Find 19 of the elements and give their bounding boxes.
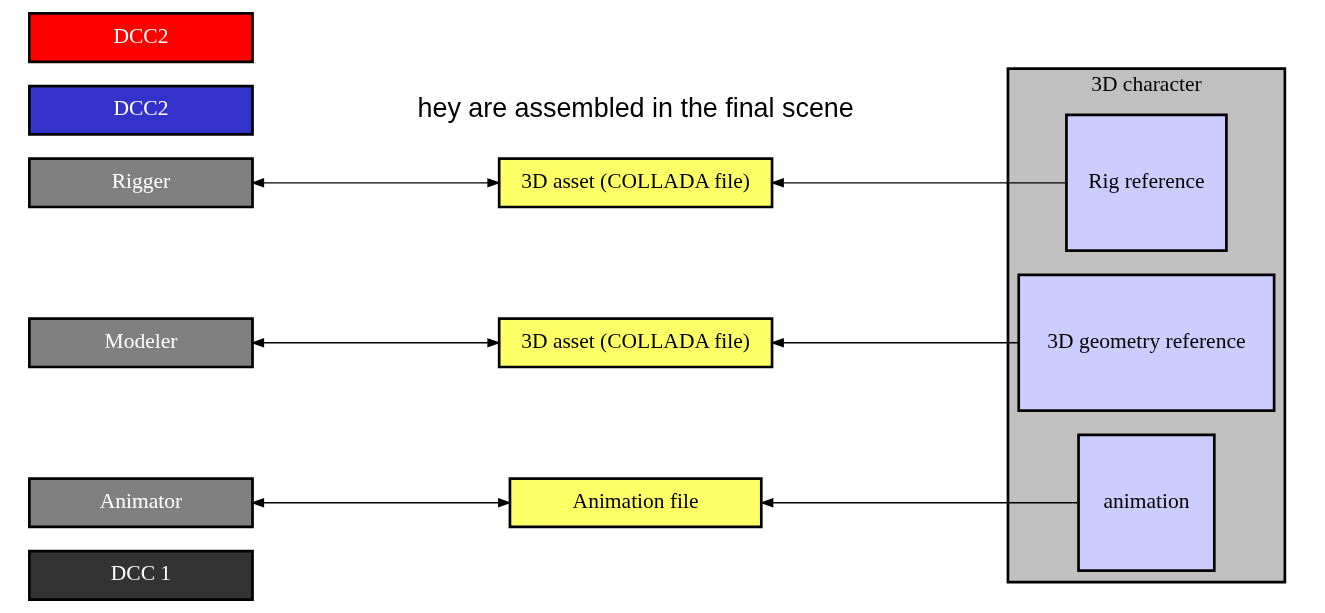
node-box: Rigger	[28, 157, 254, 209]
node-box: DCC 1	[28, 549, 254, 601]
node-box: animation	[1077, 433, 1216, 572]
node-box: Animation file	[508, 477, 763, 529]
arrow	[250, 178, 501, 188]
arrow	[759, 498, 1079, 508]
arrow	[770, 338, 1020, 348]
node-box: Rig reference	[1065, 113, 1228, 253]
node-box: 3D asset (COLLADA file)	[497, 317, 774, 369]
arrow	[250, 338, 501, 348]
node-box: Modeler	[28, 317, 254, 369]
node-box: Animator	[28, 477, 254, 529]
node-box: DCC2	[28, 12, 254, 64]
node-box: DCC2	[28, 84, 254, 136]
node-box: 3D asset (COLLADA file)	[497, 157, 774, 209]
node-box: 3D geometry reference	[1017, 273, 1276, 413]
arrow	[770, 178, 1067, 188]
arrow	[250, 498, 512, 508]
label: hey are assembled in the final scene	[417, 92, 854, 123]
